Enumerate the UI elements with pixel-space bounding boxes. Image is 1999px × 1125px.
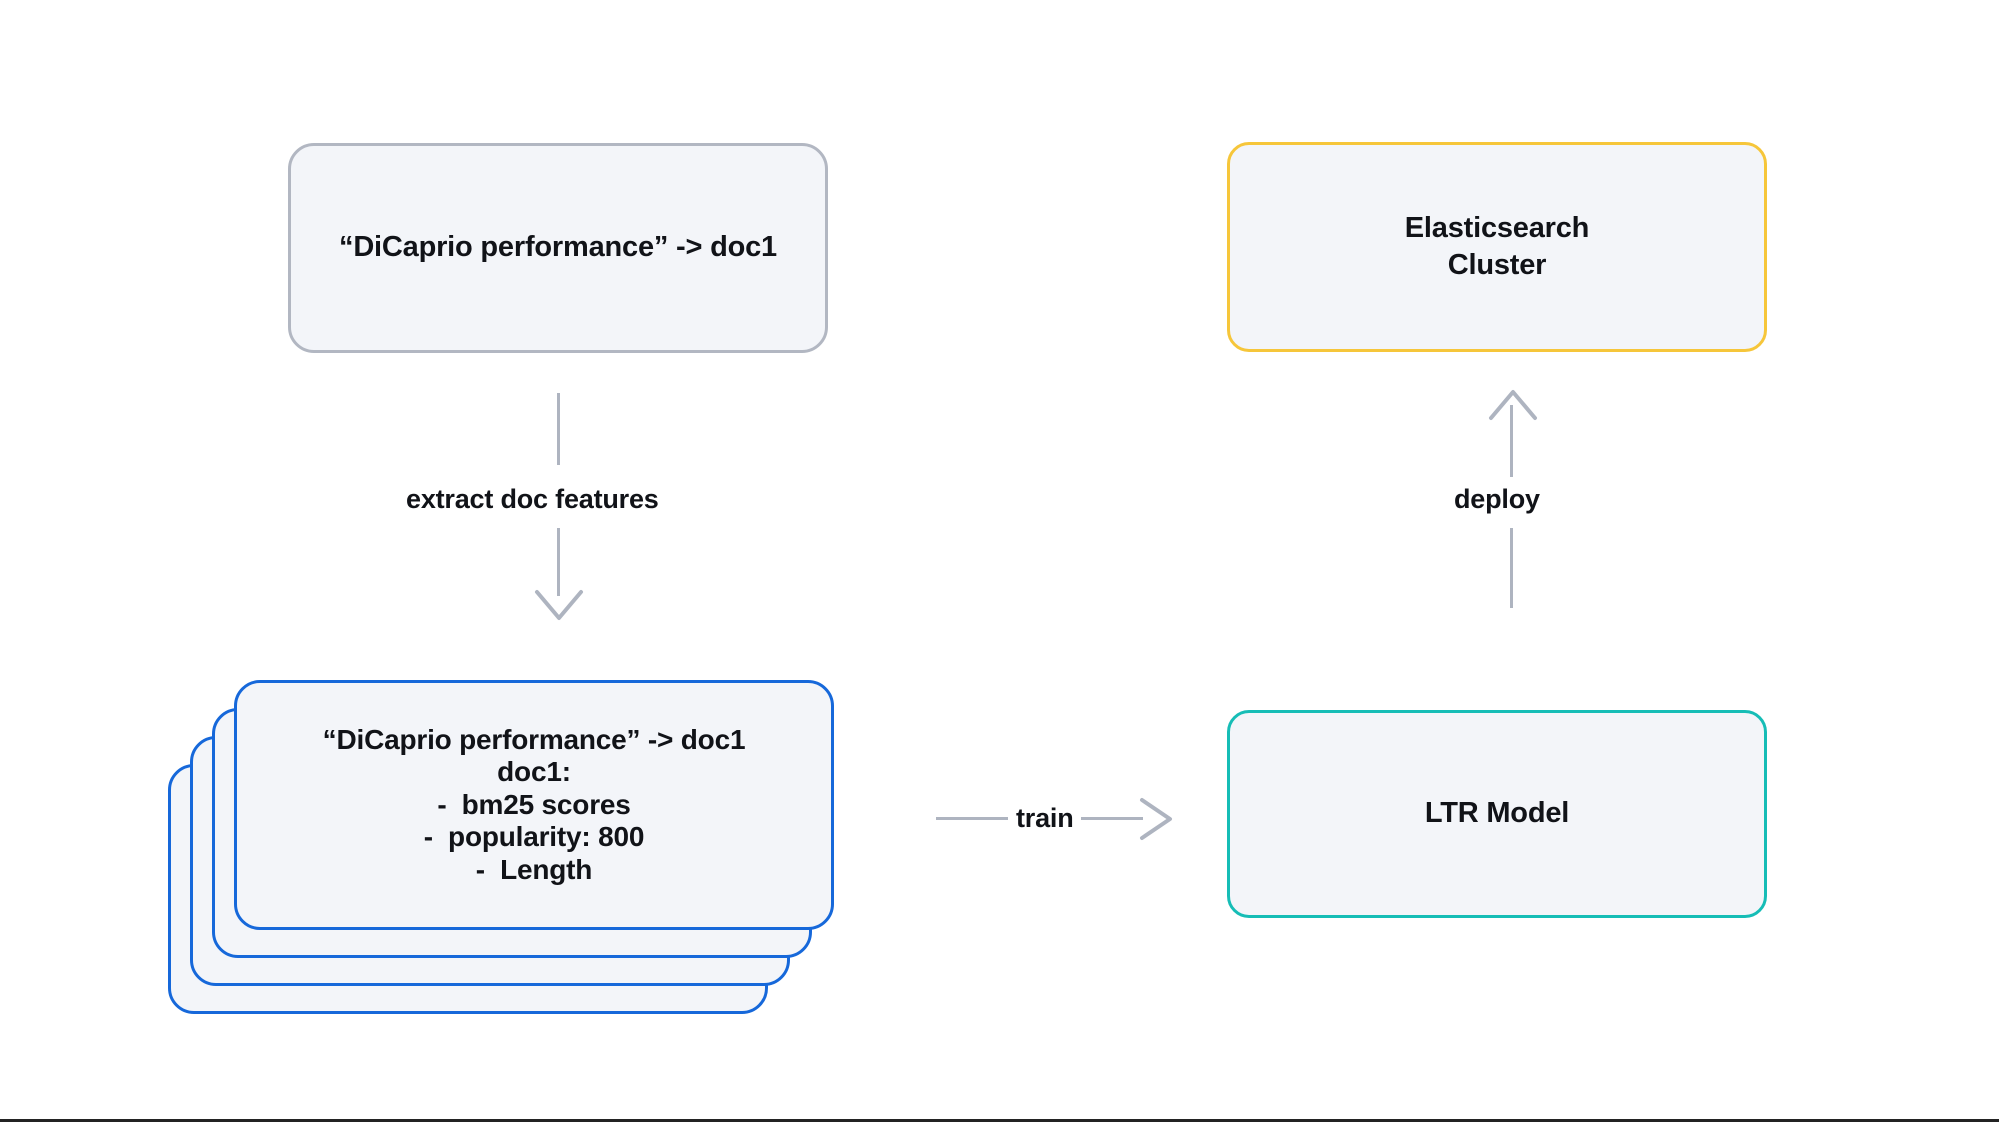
node-query-box[interactable]: “DiCaprio performance” -> doc1 xyxy=(288,143,828,353)
node-ltr-model-label: LTR Model xyxy=(1424,797,1570,830)
edge-extract-label: extract doc features xyxy=(406,484,659,514)
arrowhead-down-icon xyxy=(535,590,583,620)
edge-deploy-line-upper xyxy=(1510,405,1513,477)
node-ltr-model[interactable]: LTR Model xyxy=(1227,710,1767,918)
edge-train-line-right xyxy=(1081,817,1143,820)
node-elasticsearch-label: Elasticsearch Cluster xyxy=(1404,211,1590,281)
edge-train-label: train xyxy=(1016,803,1074,833)
feature-card-front[interactable]: “DiCaprio performance” -> doc1 doc1: - b… xyxy=(234,680,834,930)
edge-extract-line-lower xyxy=(557,528,560,596)
feature-card-line-5: - Length xyxy=(475,853,593,885)
node-feature-cards-stack[interactable]: “DiCaprio performance” -> doc1 doc1: - b… xyxy=(168,680,880,1030)
node-query-label: “DiCaprio performance” -> doc1 xyxy=(339,231,777,264)
feature-card-line-1: “DiCaprio performance” -> doc1 xyxy=(322,723,746,755)
bottom-divider xyxy=(0,1119,1999,1122)
feature-card-text: “DiCaprio performance” -> doc1 doc1: - b… xyxy=(309,724,760,886)
edge-deploy-line-lower xyxy=(1510,528,1513,608)
feature-card-line-2: doc1: xyxy=(497,756,571,788)
feature-card-line-4: - popularity: 800 xyxy=(423,821,645,853)
edge-deploy-label: deploy xyxy=(1454,484,1540,514)
arrowhead-right-icon xyxy=(1140,798,1172,840)
feature-card-line-3: - bm25 scores xyxy=(437,788,631,820)
node-elasticsearch-cluster[interactable]: Elasticsearch Cluster xyxy=(1227,142,1767,352)
edge-train-line-left xyxy=(936,817,1008,820)
arrowhead-up-icon xyxy=(1489,390,1537,420)
edge-extract-line-upper xyxy=(557,393,560,465)
